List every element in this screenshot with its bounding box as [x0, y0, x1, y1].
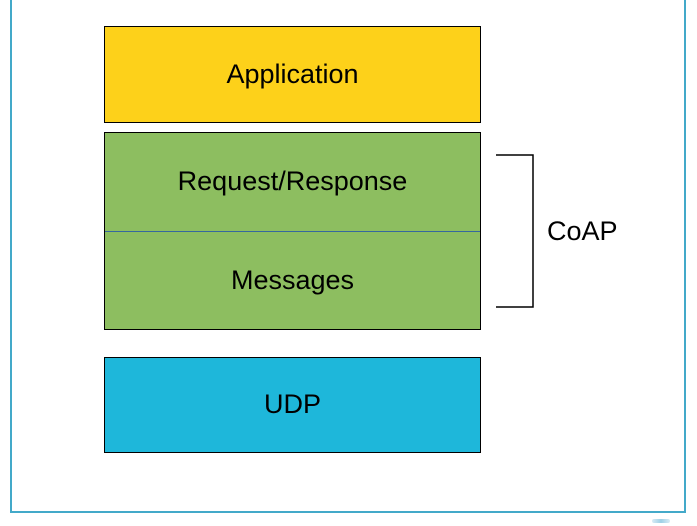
layer-application[interactable]: Application [104, 26, 481, 123]
coap-bracket-icon [496, 154, 534, 308]
coap-bracket-path [496, 154, 534, 308]
scrollbar-artifact [652, 519, 670, 523]
layer-udp-label: UDP [263, 389, 321, 420]
layer-application-label: Application [226, 58, 359, 89]
layer-messages-label: Messages [230, 264, 355, 295]
layer-udp[interactable]: UDP [104, 357, 481, 453]
layer-request-response-label: Request/Response [177, 166, 408, 197]
coap-bracket-label: CoAP [547, 216, 618, 246]
layer-request-response[interactable]: Request/Response [105, 133, 480, 232]
layer-messages[interactable]: Messages [105, 232, 480, 330]
layer-group-coap: Request/Response Messages [104, 132, 481, 330]
